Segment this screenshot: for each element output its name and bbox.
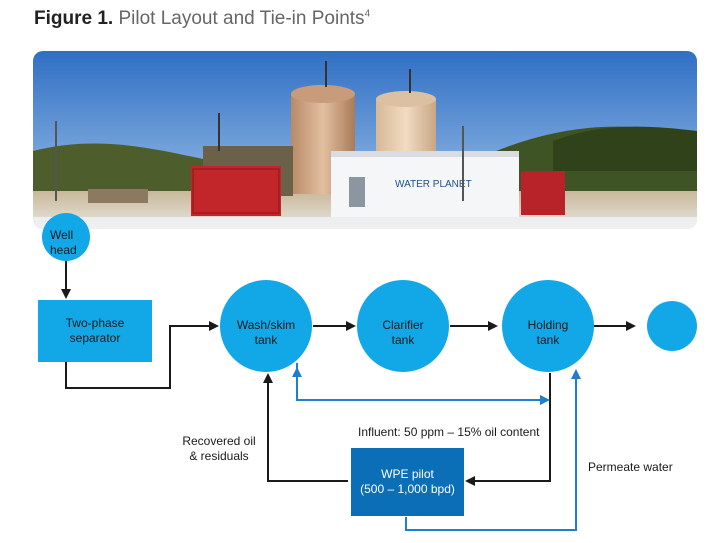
wash-skim-label-line2: tank <box>254 333 278 347</box>
wellhead-label-line1: Well <box>50 228 74 242</box>
holding-tank-node <box>502 280 594 372</box>
wellhead-label: Well head <box>50 228 77 258</box>
holding-label-line1: Holding <box>527 318 569 332</box>
clarifier-label-line1: Clarifier <box>382 318 424 332</box>
clarifier-label: Clarifier tank <box>357 318 449 348</box>
arrow-holding-to-pilot <box>465 373 551 486</box>
recovered-oil-line1: Recovered oil <box>182 434 256 448</box>
site-photo: WATER PLANET <box>33 51 697 229</box>
clarifier-label-line2: tank <box>391 333 415 347</box>
wpe-pilot-label-line2: (500 – 1,000 bpd) <box>360 482 455 496</box>
holding-label: Holding tank <box>502 318 594 348</box>
wpe-pilot-node <box>351 448 464 516</box>
figure-title: Figure 1. Pilot Layout and Tie-in Points… <box>34 8 370 30</box>
wellhead-node <box>42 213 90 261</box>
clarifier-tank-node <box>357 280 449 372</box>
holding-label-line2: tank <box>536 333 560 347</box>
figure-number: Figure 1. <box>34 8 114 29</box>
wash-skim-tank-node <box>220 280 312 372</box>
separator-label-line1: Two-phase <box>65 316 125 330</box>
site-photo-illustration: WATER PLANET <box>33 51 697 229</box>
process-flow-arrows <box>61 260 636 486</box>
recovered-oil-line2: & residuals <box>189 449 249 463</box>
permeate-water-annotation: Permeate water <box>588 460 673 474</box>
figure-caption: Pilot Layout and Tie-in Points <box>118 8 365 29</box>
wellhead-label-line2: head <box>50 243 77 257</box>
wash-skim-label-line1: Wash/skim <box>236 318 296 332</box>
arrow-pilot-to-wash <box>263 373 348 482</box>
outlet-node <box>647 301 697 351</box>
arrow-separator-to-wash <box>65 321 219 389</box>
recovered-oil-annotation: Recovered oil & residuals <box>178 434 260 464</box>
separator-label-line2: separator <box>69 331 121 345</box>
building-sign: WATER PLANET <box>395 179 472 190</box>
arrow-pilot-permeate <box>405 369 581 531</box>
separator-node <box>38 300 152 362</box>
influent-annotation: Influent: 50 ppm – 15% oil content <box>358 425 540 439</box>
figure-reference: 4 <box>364 8 371 20</box>
wpe-pilot-label: WPE pilot (500 – 1,000 bpd) <box>351 467 464 497</box>
wpe-pilot-label-line1: WPE pilot <box>381 467 434 481</box>
arrow-wash-influent-loop <box>296 363 550 405</box>
separator-label: Two-phase separator <box>38 316 152 346</box>
wash-skim-label: Wash/skim tank <box>220 318 312 348</box>
